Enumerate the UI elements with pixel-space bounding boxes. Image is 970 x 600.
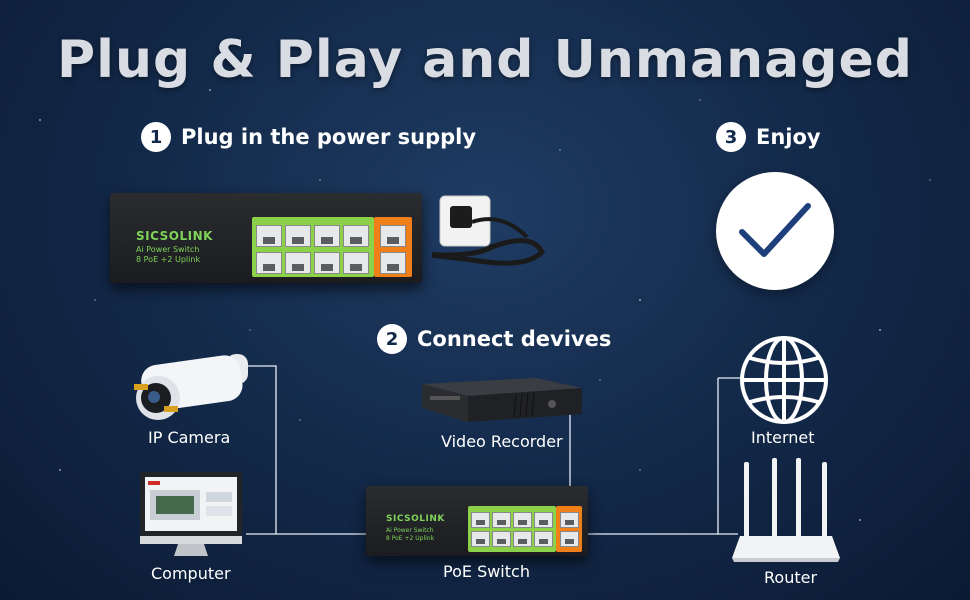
switch-brand: SICSOLINK	[386, 514, 445, 524]
ethernet-port	[285, 225, 311, 247]
step-number: 1	[141, 122, 171, 152]
switch-subtitle-line1: Ai Power Switch	[136, 245, 200, 254]
video-recorder-icon	[422, 378, 582, 422]
poe-switch-label: PoE Switch	[443, 562, 530, 581]
switch-subtitle: Ai Power Switch 8 PoE +2 Uplink	[386, 527, 434, 542]
switch-subtitle-line2: 8 PoE +2 Uplink	[386, 534, 435, 542]
step-label: Connect devives	[417, 327, 612, 351]
ethernet-port	[380, 252, 406, 274]
ethernet-port	[343, 252, 369, 274]
ethernet-port	[343, 225, 369, 247]
power-outlet-icon	[432, 195, 546, 266]
router-label: Router	[764, 568, 818, 587]
ip-camera-icon	[134, 354, 248, 420]
ethernet-port	[513, 531, 532, 547]
ethernet-port	[471, 531, 490, 547]
switch-subtitle-line1: Ai Power Switch	[386, 527, 434, 534]
ethernet-port	[534, 512, 553, 528]
ethernet-port	[314, 252, 340, 274]
poe-switch-large: SICSOLINK Ai Power Switch 8 PoE +2 Uplin…	[110, 193, 422, 283]
ethernet-port	[560, 512, 579, 528]
ethernet-port	[492, 531, 511, 547]
switch-subtitle: Ai Power Switch 8 PoE +2 Uplink	[136, 245, 200, 265]
step-label: Plug in the power supply	[181, 125, 477, 149]
router-icon	[732, 458, 840, 562]
step-1: 1 Plug in the power supply	[141, 122, 476, 152]
computer-icon	[140, 472, 242, 556]
switch-brand: SICSOLINK	[136, 229, 213, 243]
step-number: 3	[716, 122, 746, 152]
ethernet-port	[256, 252, 282, 274]
step-label: Enjoy	[756, 125, 821, 149]
ethernet-port	[534, 531, 553, 547]
ethernet-port	[513, 512, 532, 528]
step-number: 2	[377, 324, 407, 354]
ethernet-port	[560, 531, 579, 547]
step-2: 2 Connect devives	[377, 324, 611, 354]
ip-camera-label: IP Camera	[148, 428, 231, 447]
poe-switch-small: SICSOLINK Ai Power Switch 8 PoE +2 Uplin…	[366, 486, 588, 556]
check-circle	[716, 172, 834, 290]
globe-icon	[740, 336, 828, 424]
ethernet-port	[256, 225, 282, 247]
ethernet-port	[380, 225, 406, 247]
page-title: Plug & Play and Unmanaged	[57, 30, 913, 90]
checkmark-icon	[739, 203, 811, 257]
ethernet-port	[314, 225, 340, 247]
ethernet-port	[471, 512, 490, 528]
ethernet-port	[285, 252, 311, 274]
ethernet-port	[492, 512, 511, 528]
step-3: 3 Enjoy	[716, 122, 821, 152]
computer-label: Computer	[151, 564, 231, 583]
internet-label: Internet	[751, 428, 815, 447]
video-recorder-label: Video Recorder	[441, 432, 563, 451]
switch-subtitle-line2: 8 PoE +2 Uplink	[136, 255, 201, 264]
